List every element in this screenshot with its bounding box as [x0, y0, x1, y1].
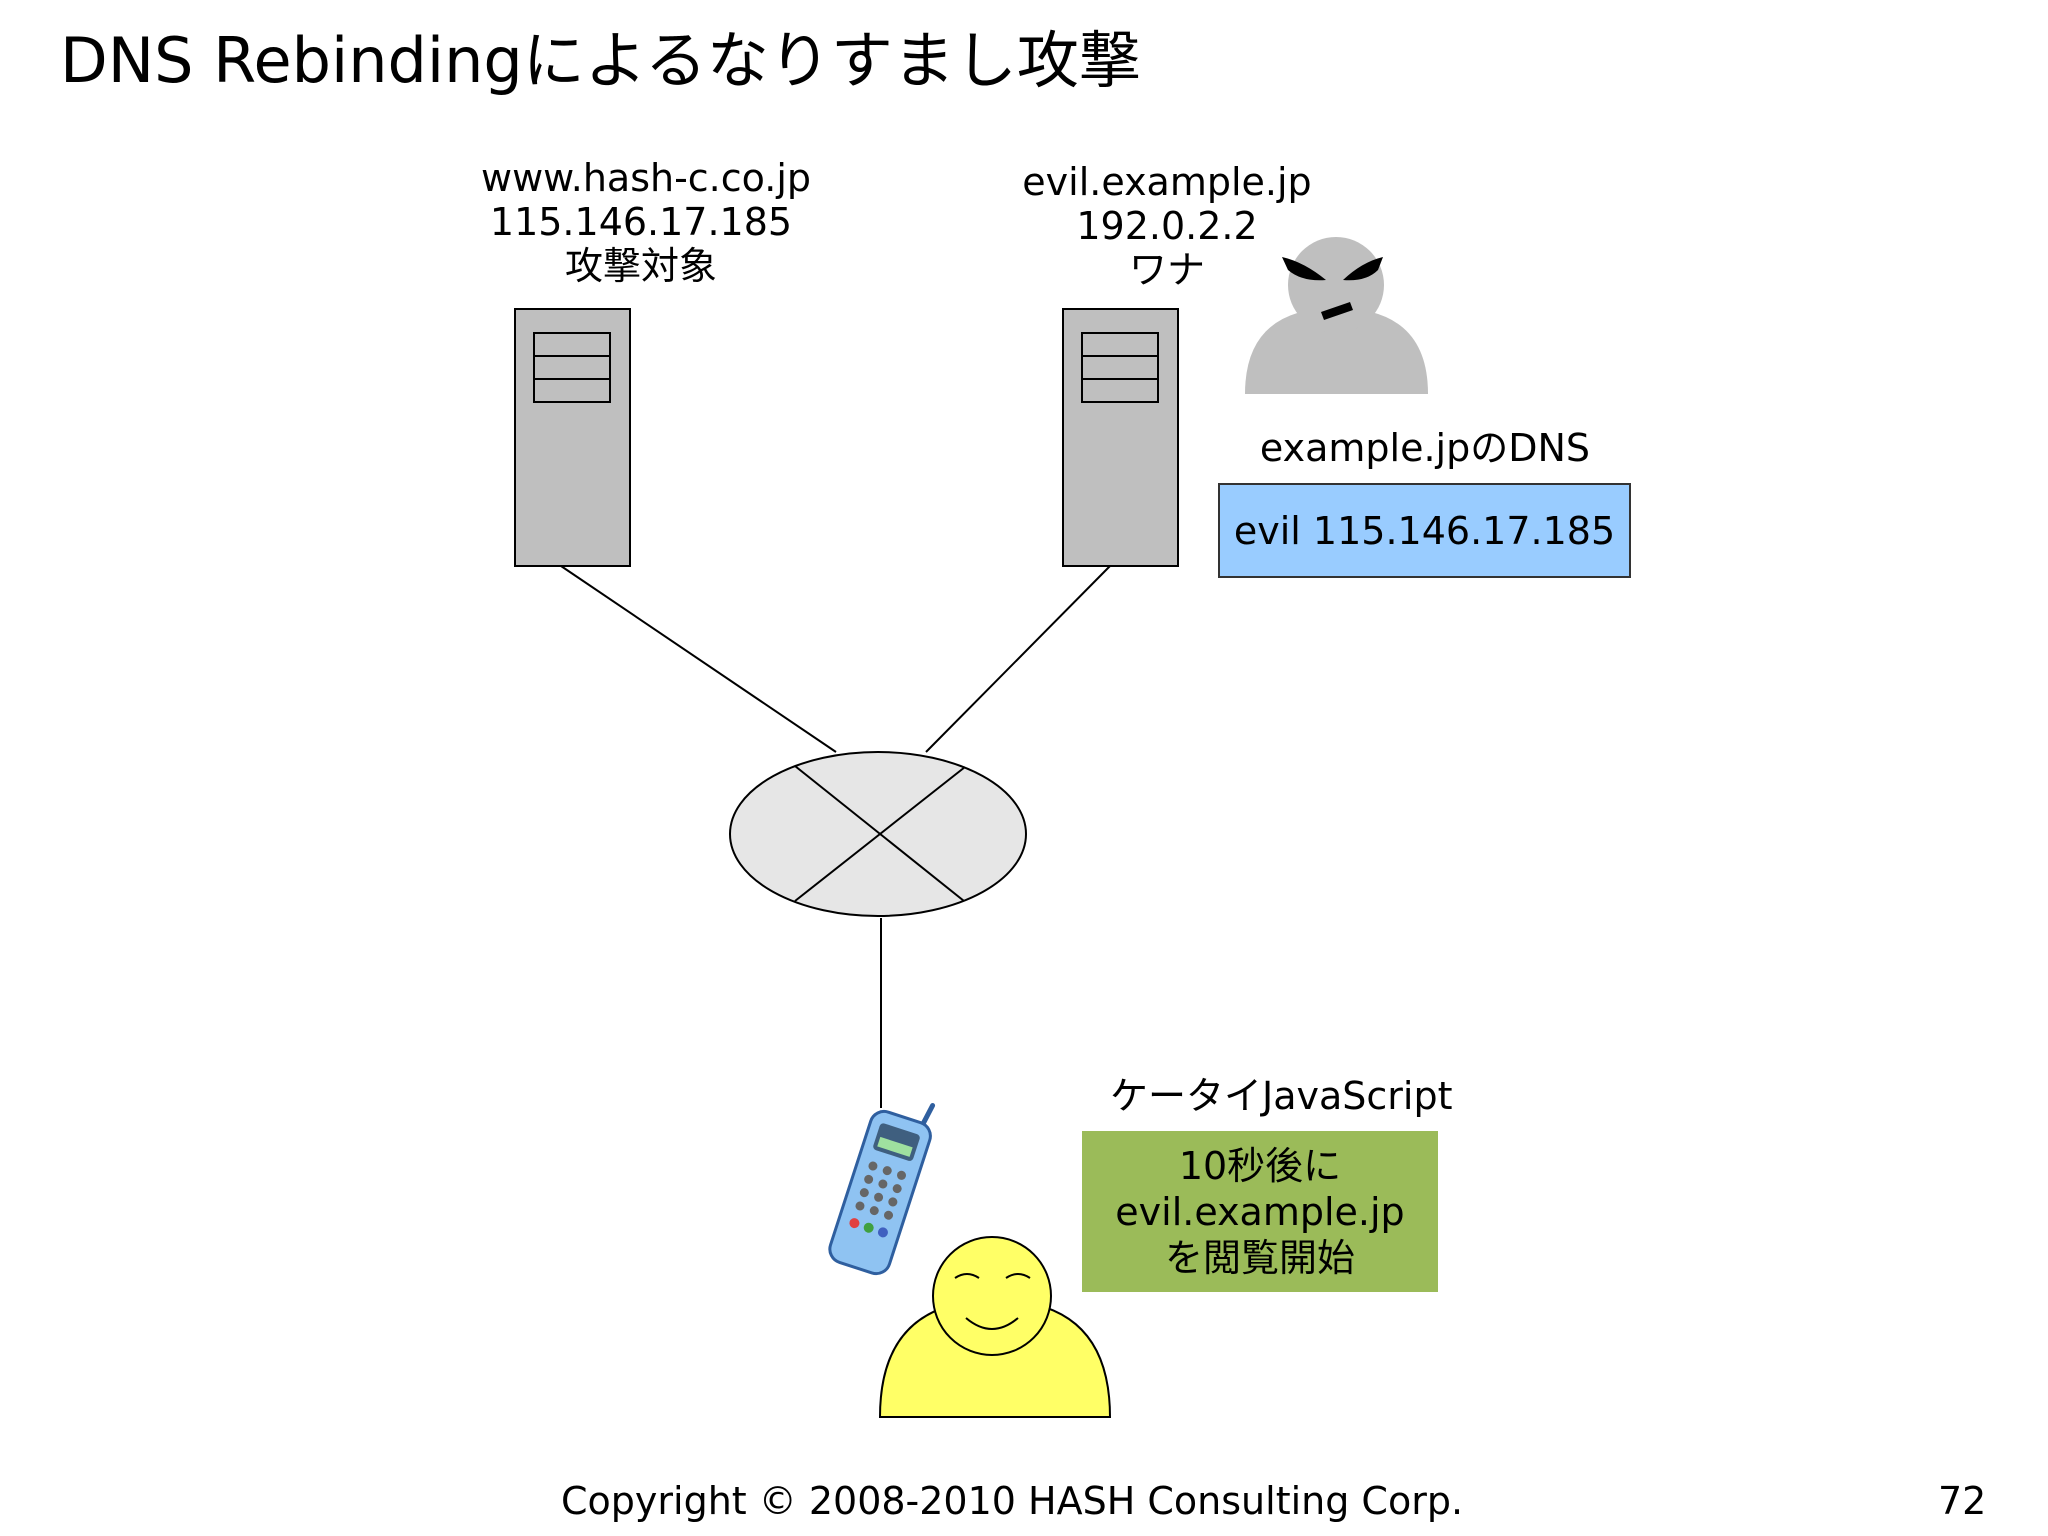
trap-server-host: evil.example.jp — [1022, 160, 1312, 204]
dns-label: example.jpのDNS — [1259, 426, 1591, 470]
mobile-phone-icon — [828, 1102, 936, 1276]
slide-title: DNS Rebindingによるなりすまし攻撃 — [60, 24, 1141, 97]
client-action-line: 10秒後に — [1178, 1143, 1342, 1188]
trap-server-role: ワナ — [1128, 248, 1205, 292]
network-hub-icon — [729, 751, 1027, 917]
link-target-to-network — [560, 565, 837, 753]
server-icon — [1062, 308, 1179, 567]
server-icon — [514, 308, 631, 567]
page-number: 72 — [1938, 1479, 1987, 1523]
target-server-ip: 115.146.17.185 — [489, 200, 793, 244]
client-action-line: を閲覧開始 — [1164, 1235, 1355, 1280]
dns-record: evil 115.146.17.185 — [1233, 508, 1616, 553]
trap-server-ip: 192.0.2.2 — [1076, 204, 1258, 248]
attacker-icon — [1245, 237, 1428, 394]
client-action-box: 10秒後に evil.example.jp を閲覧開始 — [1082, 1131, 1438, 1292]
target-server-host: www.hash-c.co.jp — [481, 156, 811, 200]
dns-record-box: evil 115.146.17.185 — [1218, 483, 1631, 578]
client-action-line: evil.example.jp — [1115, 1189, 1405, 1234]
trap-server-label: evil.example.jp 192.0.2.2 ワナ — [1017, 160, 1317, 292]
client-script-label: ケータイJavaScript — [1110, 1074, 1453, 1118]
link-trap-to-network — [925, 565, 1111, 753]
copyright-footer: Copyright © 2008-2010 HASH Consulting Co… — [561, 1479, 1464, 1523]
target-server-label: www.hash-c.co.jp 115.146.17.185 攻撃対象 — [481, 156, 811, 288]
target-server-role: 攻撃対象 — [564, 244, 717, 288]
smiling-user-icon — [878, 1236, 1112, 1418]
